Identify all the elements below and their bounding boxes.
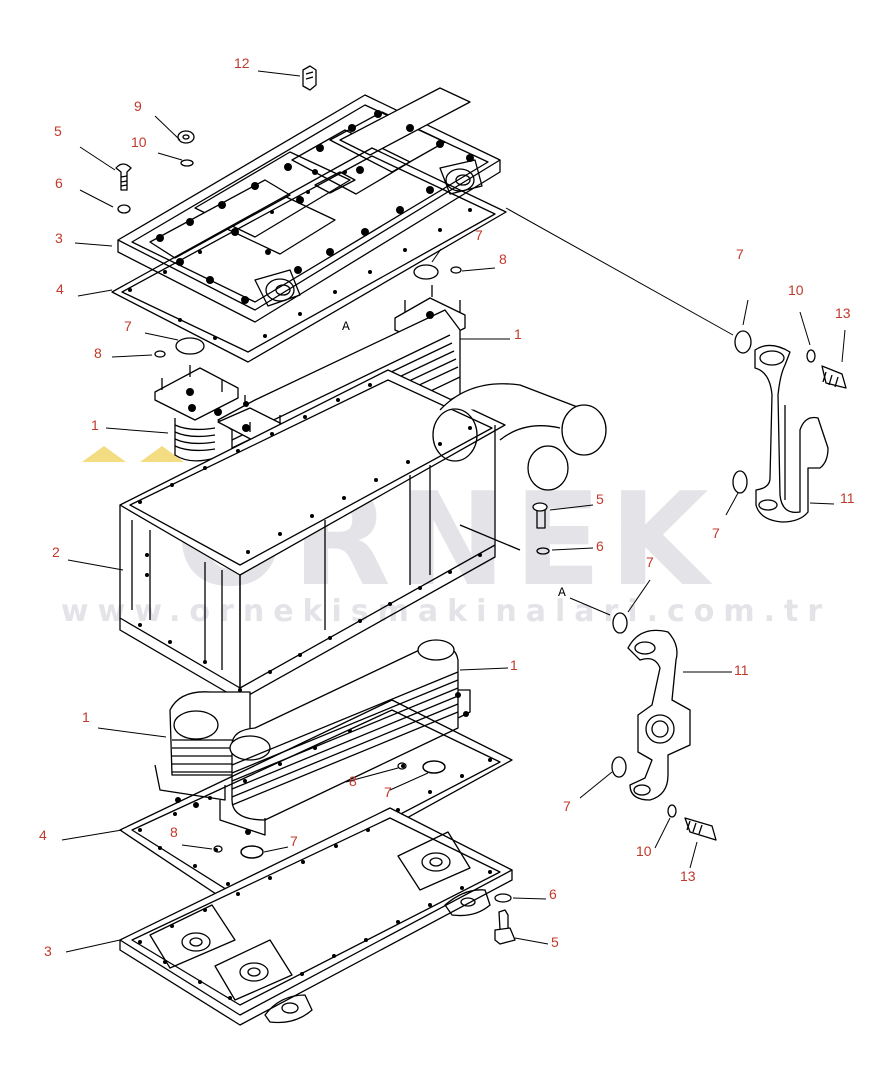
upper-cooler-element-left xyxy=(154,367,239,462)
top-gasket xyxy=(111,147,507,363)
callout-6: 6 xyxy=(55,175,63,191)
callout-5: 5 xyxy=(551,934,559,950)
callout-4: 4 xyxy=(39,827,47,843)
callout-5: 5 xyxy=(596,491,604,507)
callout-7: 7 xyxy=(736,246,744,262)
callout-10: 10 xyxy=(788,282,804,298)
top-gasket-holes xyxy=(128,170,472,340)
callout-8: 8 xyxy=(94,345,102,361)
callout-10: 10 xyxy=(131,134,147,150)
callout-11: 11 xyxy=(840,490,855,506)
watermark-accent-right xyxy=(140,446,184,462)
bottom-cover-plate xyxy=(119,807,513,1026)
callout-7: 7 xyxy=(475,227,483,243)
callout-13: 13 xyxy=(680,868,696,884)
callout-1: 1 xyxy=(510,657,518,673)
small-rings xyxy=(154,266,462,853)
lower-cooler-element-right xyxy=(219,639,471,836)
callout-1: 1 xyxy=(82,709,90,725)
callout-7: 7 xyxy=(124,318,132,334)
callout-7: 7 xyxy=(712,525,720,541)
callout-7: 7 xyxy=(563,798,571,814)
callout-10: 10 xyxy=(636,843,652,859)
upper-cooler-stud-heads xyxy=(186,311,434,432)
callout-6: 6 xyxy=(596,538,604,554)
callout-7: 7 xyxy=(384,784,392,800)
callout-13: 13 xyxy=(835,305,851,321)
callout-1: 1 xyxy=(91,417,99,433)
callout-2: 2 xyxy=(52,544,60,560)
callout-7: 7 xyxy=(290,833,298,849)
callout-1: 1 xyxy=(514,326,522,342)
leader-lines xyxy=(61,70,846,953)
lower-cooler-element-left xyxy=(154,691,251,801)
callout-12: 12 xyxy=(234,55,250,71)
fasteners xyxy=(115,65,847,945)
callout-3: 3 xyxy=(55,230,63,246)
section-marker-a-right: A xyxy=(558,585,566,600)
upper-cooler-studs xyxy=(161,285,461,432)
top-cover-plate xyxy=(117,87,501,323)
callout-9: 9 xyxy=(134,98,142,114)
upper-outlet-pipe xyxy=(754,344,829,523)
section-markers: A A xyxy=(342,319,566,600)
callout-8: 8 xyxy=(499,251,507,267)
callout-8: 8 xyxy=(349,773,357,789)
callout-3: 3 xyxy=(44,943,52,959)
housing-flange-holes xyxy=(138,383,482,692)
lower-cooler-studs xyxy=(175,692,469,835)
callout-5: 5 xyxy=(54,123,62,139)
lower-outlet-pipe xyxy=(627,629,691,801)
bottom-cover-holes xyxy=(138,828,492,1000)
watermark-url: www.ornekismakinalari.com.tr xyxy=(61,594,831,629)
watermark-accent-left xyxy=(82,446,126,462)
callout-labels: 12 9 5 10 6 3 4 7 8 7 8 1 1 7 10 13 7 11… xyxy=(39,55,855,959)
callout-11: 11 xyxy=(734,662,749,678)
section-marker-a-top: A xyxy=(342,319,350,334)
callout-7: 7 xyxy=(646,554,654,570)
callout-8: 8 xyxy=(170,824,178,840)
top-cover-bolts xyxy=(156,110,474,304)
callout-4: 4 xyxy=(56,281,64,297)
o-rings xyxy=(175,264,752,859)
callout-6: 6 xyxy=(549,886,557,902)
